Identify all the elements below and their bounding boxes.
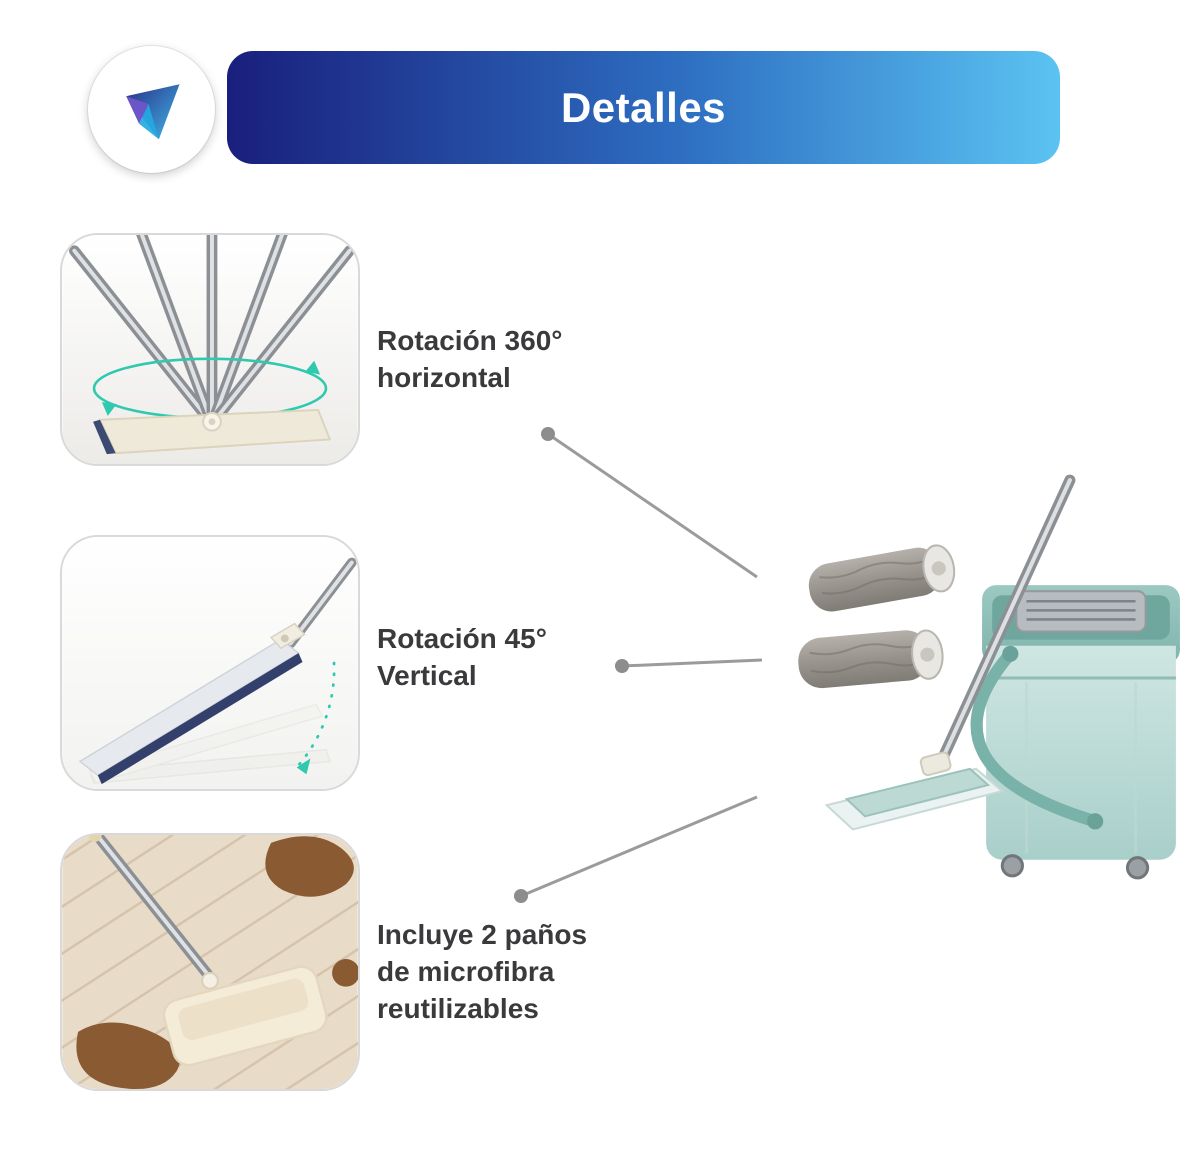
feature-label-rotation-360: Rotación 360° horizontal — [377, 322, 562, 396]
feature-text-line: reutilizables — [377, 993, 539, 1024]
feature-text-line: Rotación 45° — [377, 623, 547, 654]
mop-handles-fan — [68, 235, 355, 430]
flat-mop — [824, 474, 1076, 831]
feature-label-microfiber-pads: Incluye 2 paños de microfibra reutilizab… — [377, 916, 587, 1027]
mop-base-plate — [844, 767, 991, 818]
mop-45-tilt-illustration — [62, 537, 358, 789]
wringer-slots — [1026, 600, 1136, 621]
mop-pad — [162, 965, 328, 1067]
flat-mop-bucket-illustration — [798, 474, 1180, 880]
mop-handle — [87, 835, 214, 981]
callout-rotation-45 — [615, 658, 763, 673]
brand-logo-t-icon — [125, 83, 180, 139]
callout-rotation-360 — [541, 427, 758, 579]
mop-floor-cleaning-illustration — [62, 835, 358, 1089]
feature-text-line: Vertical — [377, 660, 477, 691]
feature-photo-rotation-360 — [60, 233, 360, 466]
mop-base-plate — [93, 408, 331, 455]
feature-text-line: de microfibra — [377, 956, 555, 987]
feature-label-rotation-45: Rotación 45° Vertical — [377, 620, 547, 694]
bucket-wheel — [1000, 854, 1024, 878]
callout-microfiber-pads — [514, 795, 758, 903]
feature-text-line: horizontal — [377, 362, 511, 393]
feature-text-line: Rotación 360° — [377, 325, 563, 356]
mop-360-rotation-illustration — [62, 235, 358, 464]
tilt-arc-45 — [295, 661, 336, 775]
page-title: Detalles — [560, 83, 727, 131]
brand-logo — [88, 46, 215, 173]
ghost-pad-positions — [88, 703, 332, 784]
mop-pad-tilted — [78, 622, 306, 785]
microfiber-roller-2 — [798, 629, 944, 689]
feature-text-line: Incluye 2 paños — [377, 919, 588, 950]
bucket-handle — [970, 647, 1102, 828]
product-photo — [762, 466, 1186, 890]
bucket-wheel — [1125, 856, 1150, 880]
header-banner: Detalles — [227, 51, 1060, 164]
floor-stains — [76, 836, 358, 1089]
feature-photo-rotation-45 — [60, 535, 360, 791]
microfiber-roller-1 — [808, 544, 956, 612]
mop-hinge — [201, 971, 219, 990]
feature-photo-microfiber-pads — [60, 833, 360, 1091]
bucket — [970, 585, 1180, 880]
